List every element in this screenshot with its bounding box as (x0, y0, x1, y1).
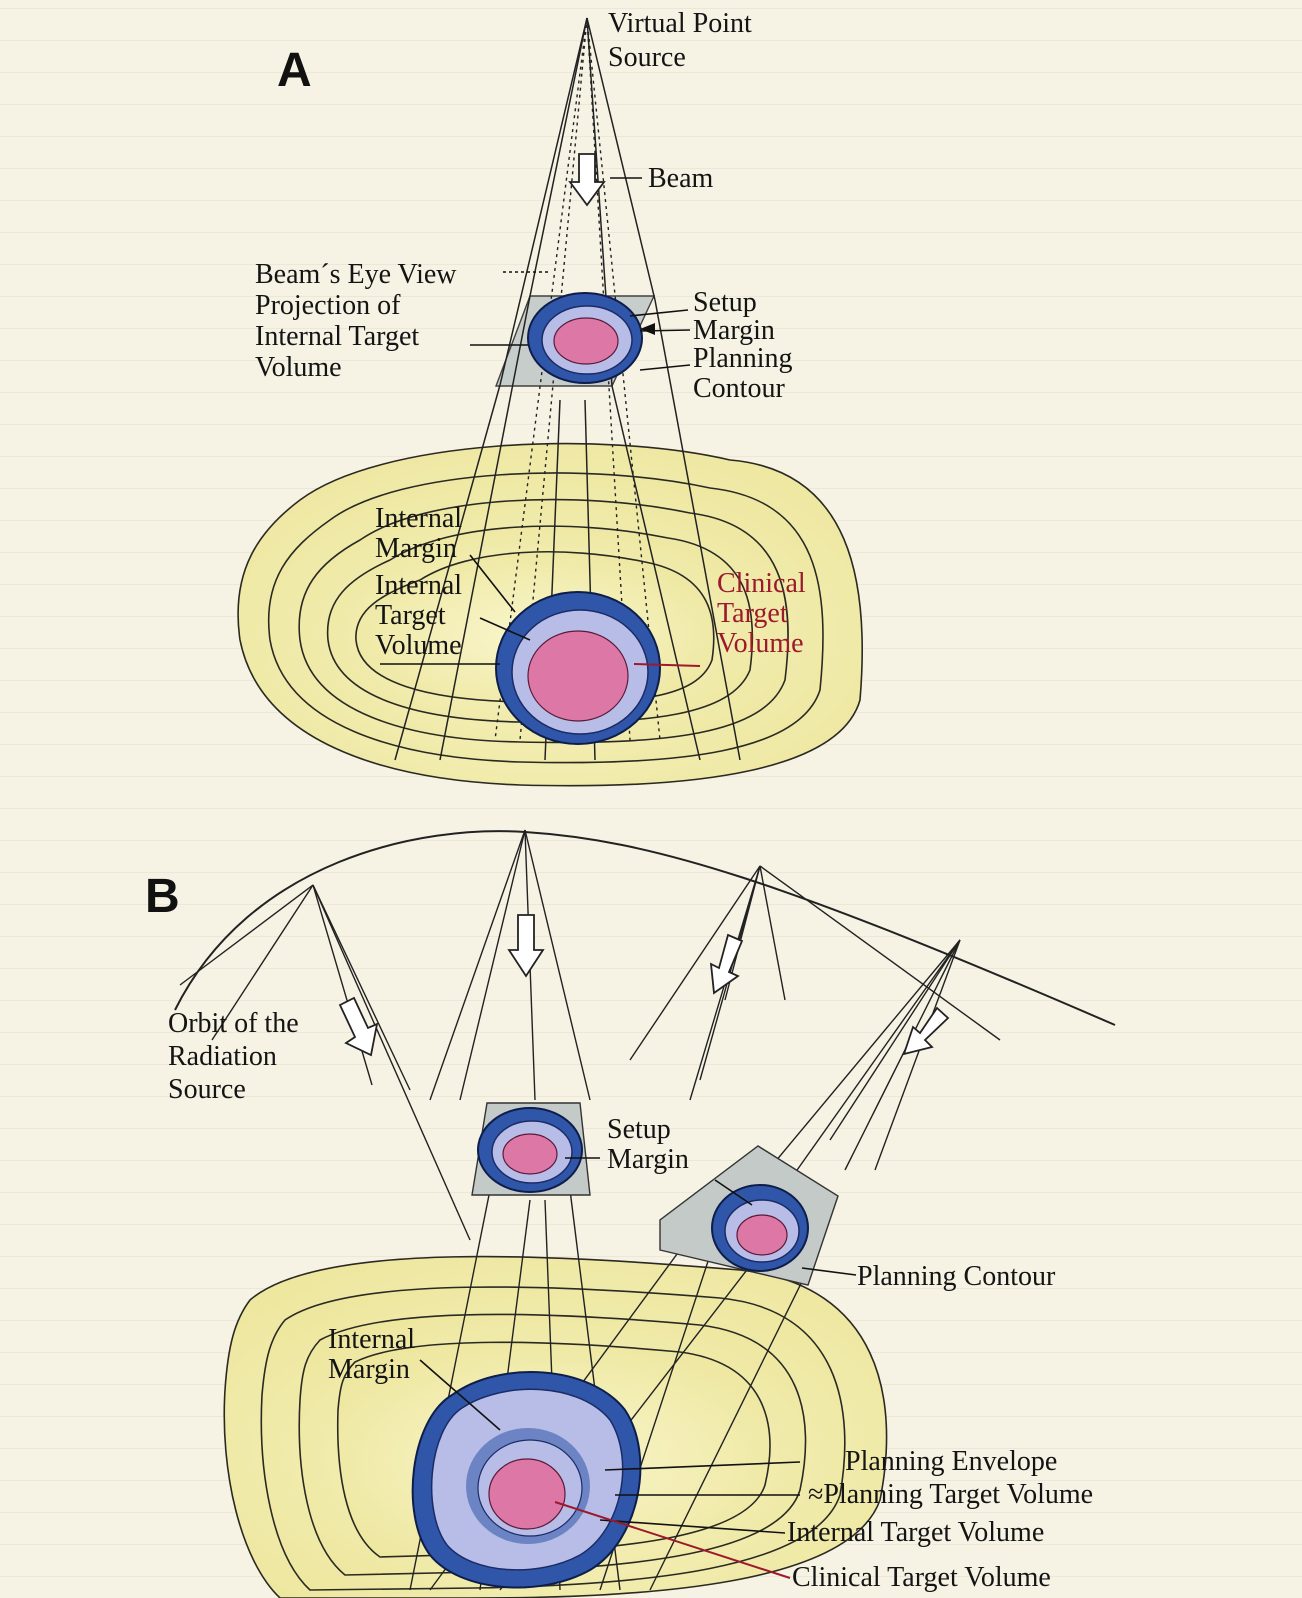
svg-text:Source: Source (608, 42, 686, 73)
virtual-point-source-label: Virtual Point Source (608, 8, 752, 73)
panel-b-letter: B (145, 870, 180, 923)
arrow-icon-3 (711, 935, 742, 993)
svg-text:Virtual Point: Virtual Point (608, 8, 752, 39)
arrow-icon-2 (340, 998, 377, 1055)
svg-text:Setup: Setup (607, 1114, 671, 1145)
planning-envelope-label: Planning Envelope (845, 1446, 1057, 1477)
svg-text:Target: Target (375, 600, 446, 631)
svg-text:Orbit of the: Orbit of the (168, 1008, 299, 1039)
orbit-arc (175, 831, 1115, 1025)
svg-text:Internal: Internal (375, 570, 462, 601)
planning-contour-label-b: Planning Contour (857, 1261, 1056, 1292)
internal-target-rings-b (413, 1372, 641, 1587)
svg-text:Target: Target (717, 598, 788, 629)
svg-text:Planning: Planning (693, 343, 793, 374)
internal-margin-label-b: Internal Margin (328, 1324, 415, 1385)
internal-margin-label-a: Internal Margin (375, 503, 462, 564)
bev-target-top (478, 1108, 582, 1192)
panel-b: B Orbit of the Radiation Source Setup Ma… (145, 830, 1115, 1598)
svg-text:Margin: Margin (693, 315, 775, 346)
svg-text:Contour: Contour (693, 373, 785, 404)
setup-margin-label-a: Setup Margin (693, 287, 775, 346)
clinical-target-volume-label-b: Clinical Target Volume (792, 1562, 1051, 1593)
svg-text:Clinical: Clinical (717, 568, 806, 599)
svg-text:Margin: Margin (375, 533, 457, 564)
bev-target-right (712, 1185, 808, 1271)
svg-text:Volume: Volume (255, 352, 342, 383)
setup-margin-label-b: Setup Margin (607, 1114, 689, 1175)
svg-text:Projection of: Projection of (255, 290, 401, 321)
internal-target-rings-a (496, 592, 660, 744)
arrow-icon-1 (509, 915, 543, 976)
svg-text:Setup: Setup (693, 287, 757, 318)
panel-a-letter: A (277, 44, 312, 97)
svg-text:Internal Target: Internal Target (255, 321, 419, 352)
svg-text:Radiation: Radiation (168, 1041, 277, 1072)
internal-target-volume-label-b: Internal Target Volume (787, 1517, 1044, 1548)
bev-target-rings (528, 293, 642, 383)
svg-text:Internal: Internal (375, 503, 462, 534)
svg-text:Internal: Internal (328, 1324, 415, 1355)
svg-text:Source: Source (168, 1074, 246, 1105)
svg-text:Volume: Volume (375, 630, 462, 661)
svg-text:Margin: Margin (607, 1144, 689, 1175)
beam-label: Beam (648, 163, 714, 194)
planning-contour-label-a: Planning Contour (693, 343, 793, 404)
orbit-label: Orbit of the Radiation Source (168, 1008, 299, 1105)
planning-target-volume-label: ≈Planning Target Volume (808, 1479, 1093, 1510)
svg-text:Beam´s Eye View: Beam´s Eye View (255, 259, 457, 290)
panel-a: A Virtual Point Source Beam Beam´s Eye V… (238, 8, 862, 786)
svg-text:Margin: Margin (328, 1354, 410, 1385)
svg-text:Volume: Volume (717, 628, 804, 659)
bev-projection-label: Beam´s Eye View Projection of Internal T… (255, 259, 457, 383)
